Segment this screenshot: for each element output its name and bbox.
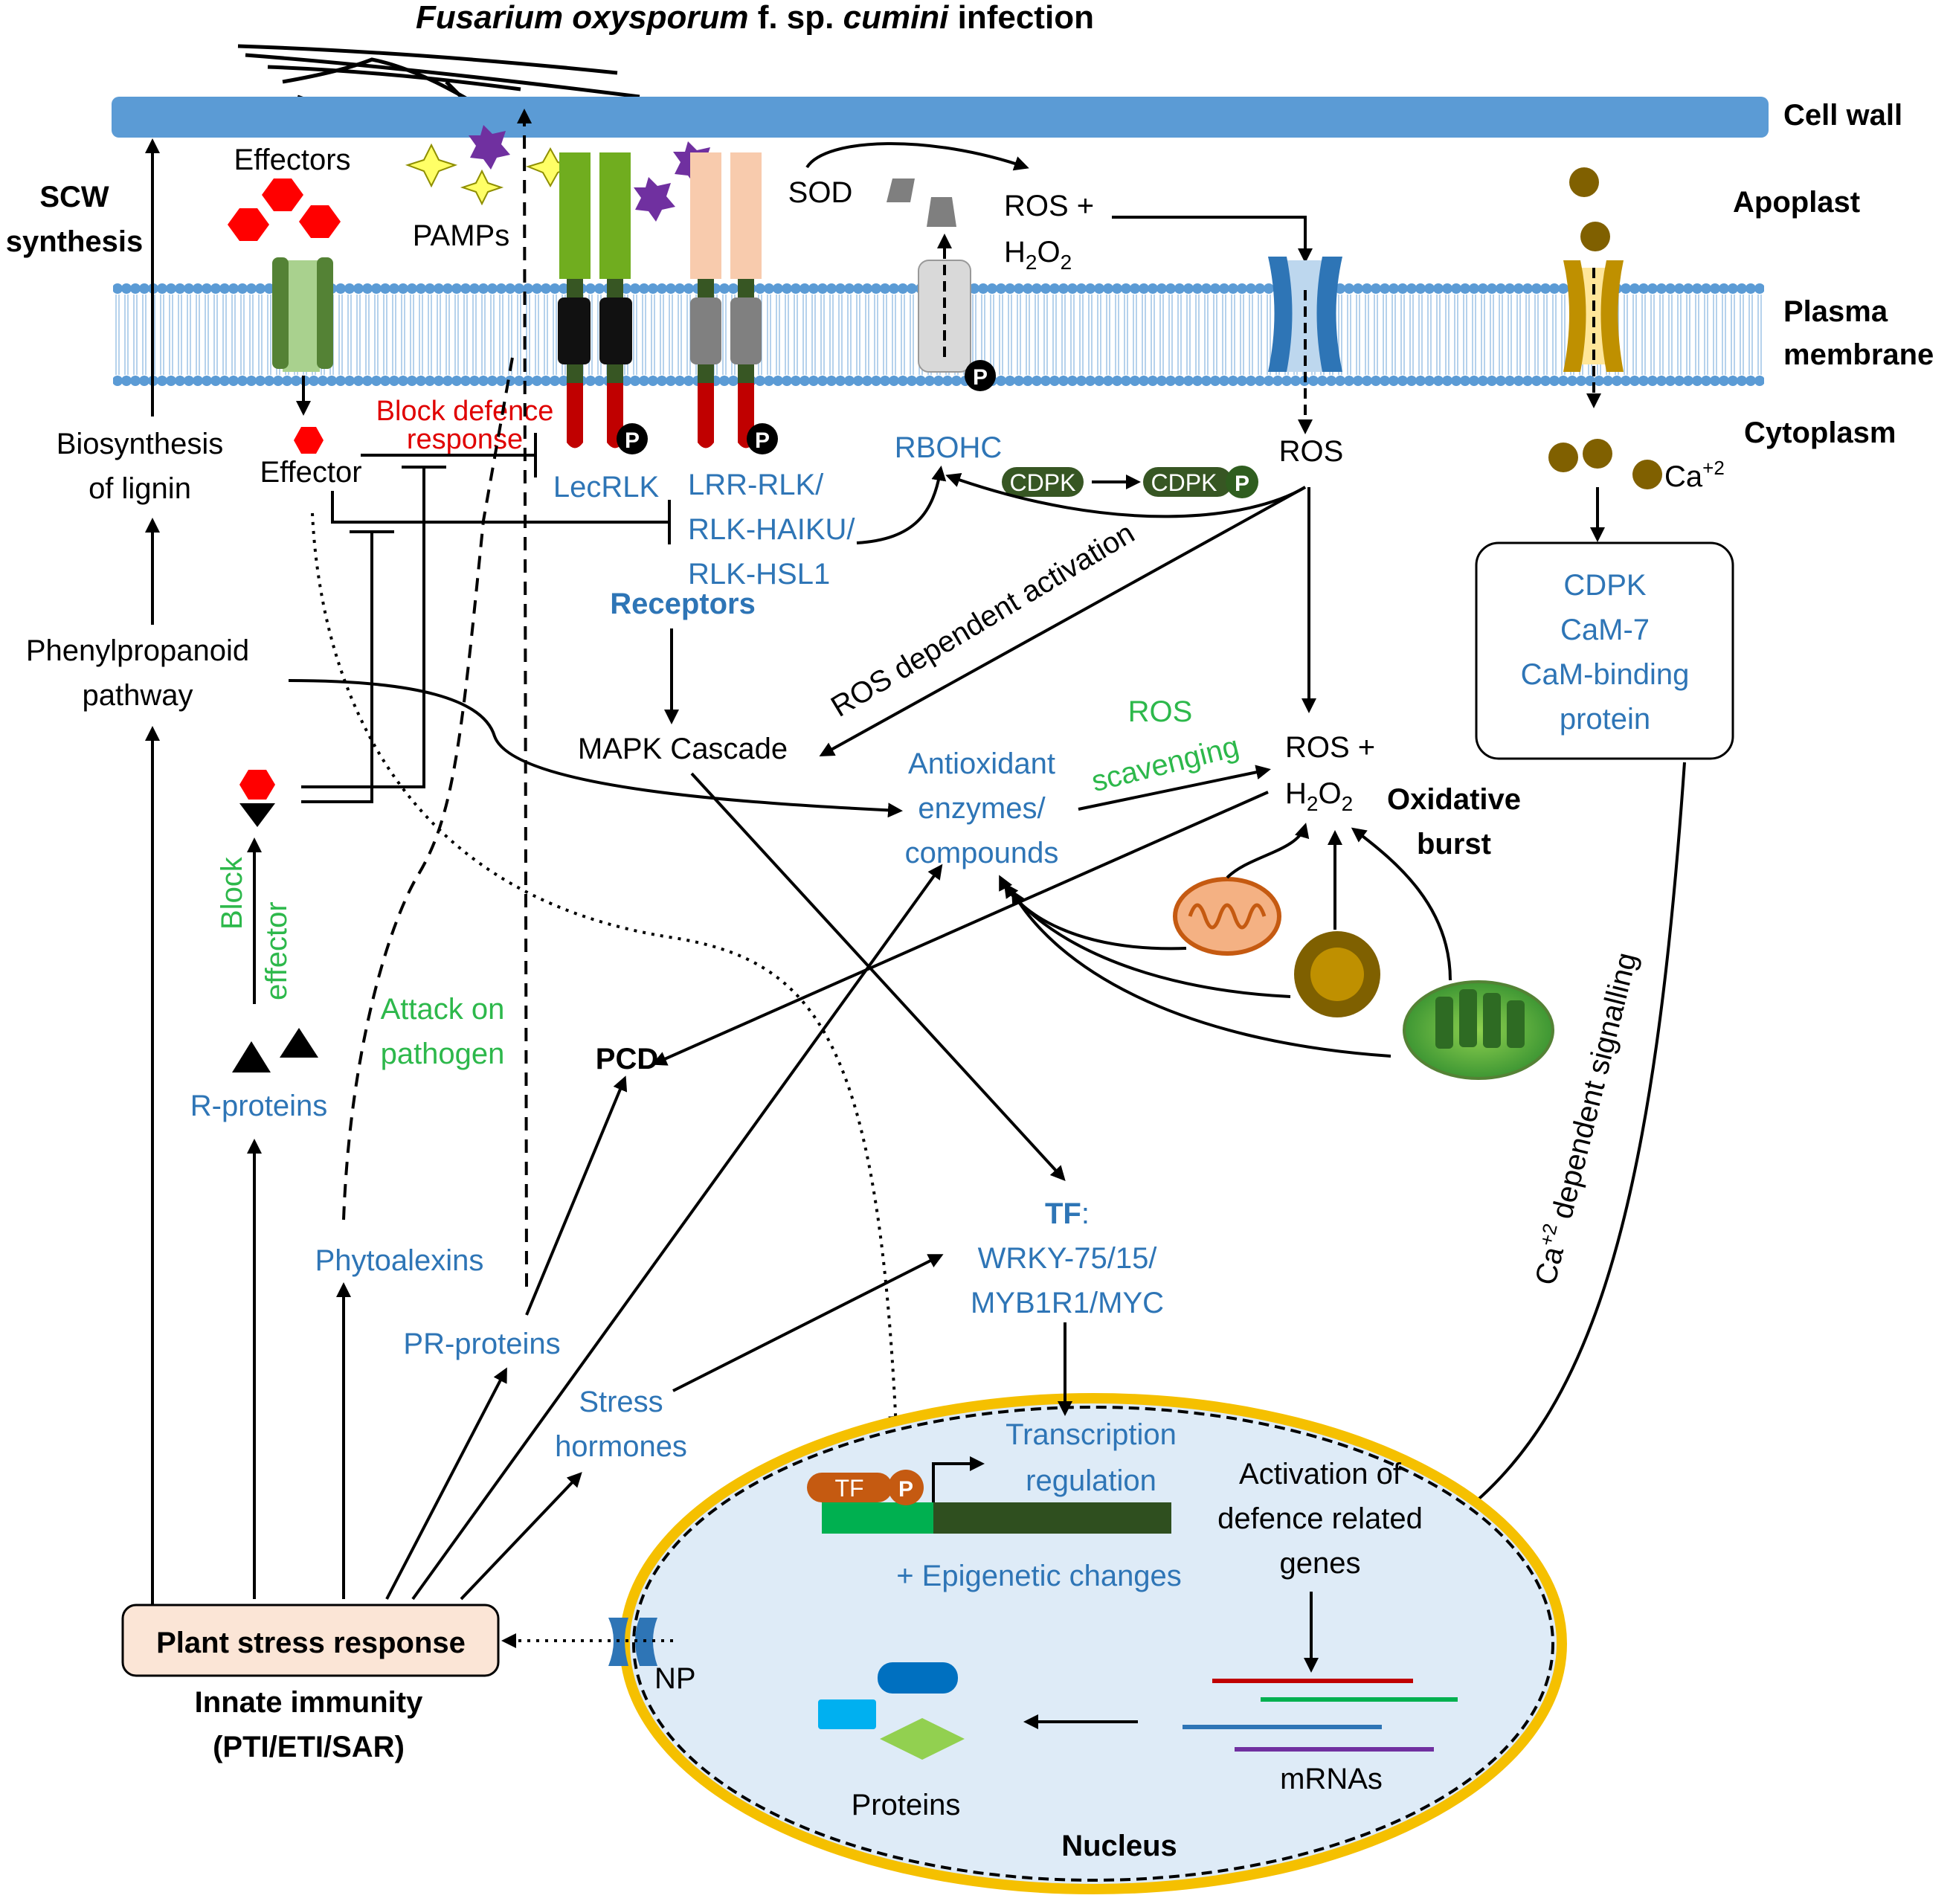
r-protein-triangle [280, 1028, 318, 1058]
svg-text:TF: TF [834, 1475, 863, 1502]
svg-text:CDPK: CDPK [1151, 469, 1217, 496]
effector-hexagons [228, 178, 341, 241]
protein-shape [878, 1662, 958, 1694]
cdpk-pill-phosphorylated [1143, 467, 1232, 497]
gene-body [933, 1502, 1171, 1534]
dashed-pr-path [517, 109, 533, 1287]
phospho-badge [747, 423, 778, 454]
sod-label: SOD [788, 176, 853, 209]
cell-wall-label: Cell wall [1783, 99, 1902, 132]
svg-text:P: P [1235, 472, 1249, 496]
effector-label: Effector [260, 456, 361, 489]
ros-scavenging-label: ROS [1128, 695, 1193, 728]
plant-stress-response-box [121, 1604, 500, 1677]
r-protein-triangle [239, 803, 275, 827]
innate-immunity-label: Innate immunity(PTI/ETI/SAR) [195, 1686, 423, 1763]
chloroplast-icon [1403, 980, 1554, 1080]
pr-proteins-label: PR-proteins [403, 1328, 560, 1360]
pamps-label: PAMPs [413, 219, 509, 252]
ros-channel [1268, 257, 1342, 372]
effector-hexagon-cytoplasm [294, 427, 324, 454]
sod-trapezoid [927, 197, 956, 227]
calcium-ion [1632, 460, 1662, 489]
effectors-label: Effectors [234, 144, 350, 176]
mapk-cascade-label: MAPK Cascade [578, 733, 788, 765]
cytoplasm-label: Cytoplasm [1744, 416, 1896, 449]
svg-text:P: P [625, 428, 640, 453]
svg-text:P: P [973, 365, 988, 390]
r-protein-triangle [232, 1041, 271, 1072]
svg-text:P: P [898, 1477, 913, 1502]
calcium-ion [1569, 167, 1599, 197]
nucleus-inner-border [632, 1406, 1554, 1882]
sod-trapezoid [887, 178, 915, 202]
proteins-label: Proteins [852, 1789, 961, 1821]
lecrlk-receptor [558, 152, 632, 448]
svg-text:P: P [755, 428, 770, 453]
lrr-rlk-receptor [690, 152, 762, 448]
nucleus-organelle-icon [1294, 931, 1380, 1017]
lrr-rlk-label: LRR-RLK/RLK-HAIKU/RLK-HSL1 [688, 469, 855, 591]
protein-shape [880, 1718, 965, 1760]
apoplast-label: Apoplast [1733, 186, 1860, 219]
calcium-label: Ca+2 [1664, 457, 1725, 493]
plant-stress-response-label: Plant stress response [156, 1627, 466, 1659]
pcd-label: PCD [596, 1043, 658, 1075]
lecrlk-label: LecRLK [553, 471, 660, 504]
dotted-effector-path [311, 512, 904, 1431]
gene-promoter [822, 1502, 933, 1534]
arrow-phenylpropanoid-to-antioxidant [288, 679, 903, 818]
calcium-ion [1548, 443, 1578, 472]
cell-wall-bar [112, 97, 1769, 138]
ros-h2o2-top-label: ROS +H2O2 [1004, 190, 1094, 274]
epigenetic-changes-label: + Epigenetic changes [896, 1560, 1182, 1592]
figure-title: Fusarium oxysporum f. sp. cumini infecti… [416, 0, 1094, 36]
ca-signalling-label: Ca+2 dependent signalling [1525, 948, 1644, 1288]
r-proteins-label: R-proteins [190, 1090, 328, 1122]
phytoalexins-label: Phytoalexins [315, 1244, 484, 1277]
dashed-phytoalexin-path [342, 353, 515, 1220]
rbohc-label: RBOHC [895, 431, 1002, 464]
svg-text:CDPK: CDPK [1010, 469, 1076, 496]
mrnas-label: mRNAs [1280, 1763, 1383, 1795]
receptors-label: Receptors [610, 588, 756, 620]
np-label: NP [654, 1662, 696, 1695]
mrna-lines [1183, 1679, 1458, 1752]
phospho-badge [965, 360, 996, 391]
effector-channel [272, 257, 333, 372]
tf-label: TF:WRKY-75/15/MYB1R1/MYC [971, 1197, 1164, 1319]
phospho-badge [617, 423, 648, 454]
ros-dependent-label: ROS dependent activation [826, 516, 1140, 723]
cam-box [1475, 541, 1734, 760]
block-effector-label-2: effector [260, 901, 293, 1000]
calcium-ion [1580, 222, 1610, 251]
calcium-channel [1563, 260, 1624, 372]
mitochondrion-icon [1173, 877, 1281, 956]
nucleus-label: Nucleus [1061, 1830, 1177, 1862]
protein-shape [818, 1699, 876, 1729]
calcium-ion [1583, 439, 1612, 469]
block-effector-label: Block [216, 856, 248, 930]
cdpk-pill [1002, 467, 1084, 497]
ros-scavenging-label-2: scavenging [1088, 730, 1242, 799]
ros-h2o2-mid-label: ROS +H2O2 [1285, 731, 1375, 815]
tf-pill [807, 1473, 892, 1502]
ros-label: ROS [1279, 435, 1344, 468]
effector-hexagon-blocked [239, 770, 275, 800]
